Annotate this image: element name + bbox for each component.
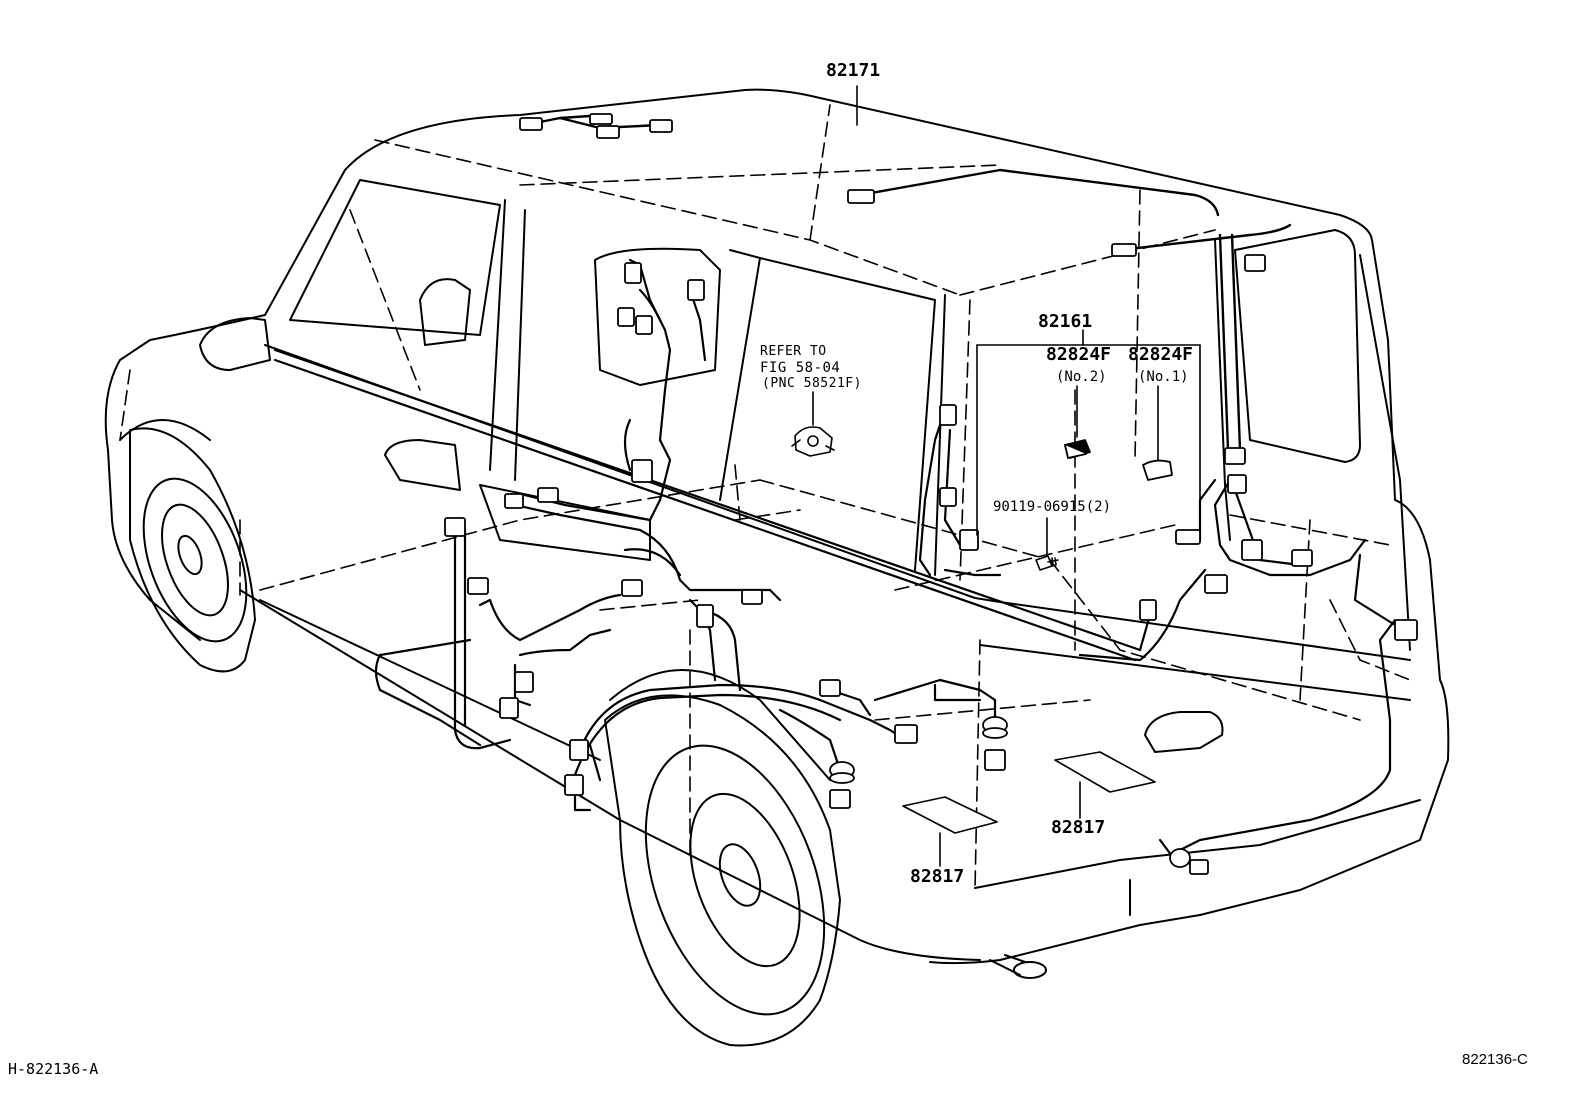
- floor-wire-harness: [273, 258, 1397, 867]
- label-82817-right: 82817: [1051, 817, 1106, 838]
- label-82824f-no1-sub: (No.1): [1138, 369, 1189, 385]
- footer-code-left: H-822136-A: [8, 1060, 99, 1078]
- label-refer-to: REFER TO: [760, 344, 827, 359]
- front-wheel: [119, 419, 256, 673]
- label-fig-ref: FIG 58-04: [760, 360, 841, 376]
- referenced-part: [791, 426, 835, 457]
- leader-lines: [812, 85, 1201, 867]
- bolt-90119: [1035, 555, 1059, 571]
- dashed-body-structure: [119, 104, 1411, 891]
- label-82824f-no2-sub: (No.2): [1056, 369, 1107, 385]
- label-82161: 82161: [1038, 311, 1093, 332]
- silencer-pads: [902, 751, 1156, 834]
- label-pnc-ref: (PNC 58521F): [762, 376, 862, 391]
- harness-connectors: [444, 262, 1418, 875]
- label-90119: 90119-06915(2): [993, 499, 1112, 515]
- label-82171: 82171: [826, 60, 881, 81]
- grommets: [829, 716, 1191, 868]
- exhaust-pipe: [989, 954, 1047, 979]
- label-82824f-no2: 82824F: [1046, 344, 1112, 365]
- label-82824f-no1: 82824F: [1128, 344, 1194, 365]
- roof-connectors: [519, 113, 1266, 465]
- part-82824f-parts: [1064, 439, 1173, 481]
- roof-wire-harness: [538, 114, 1292, 452]
- label-82817-center: 82817: [910, 866, 965, 887]
- footer-code-right: 822136-C: [1462, 1051, 1528, 1068]
- rear-wheel: [604, 669, 841, 1047]
